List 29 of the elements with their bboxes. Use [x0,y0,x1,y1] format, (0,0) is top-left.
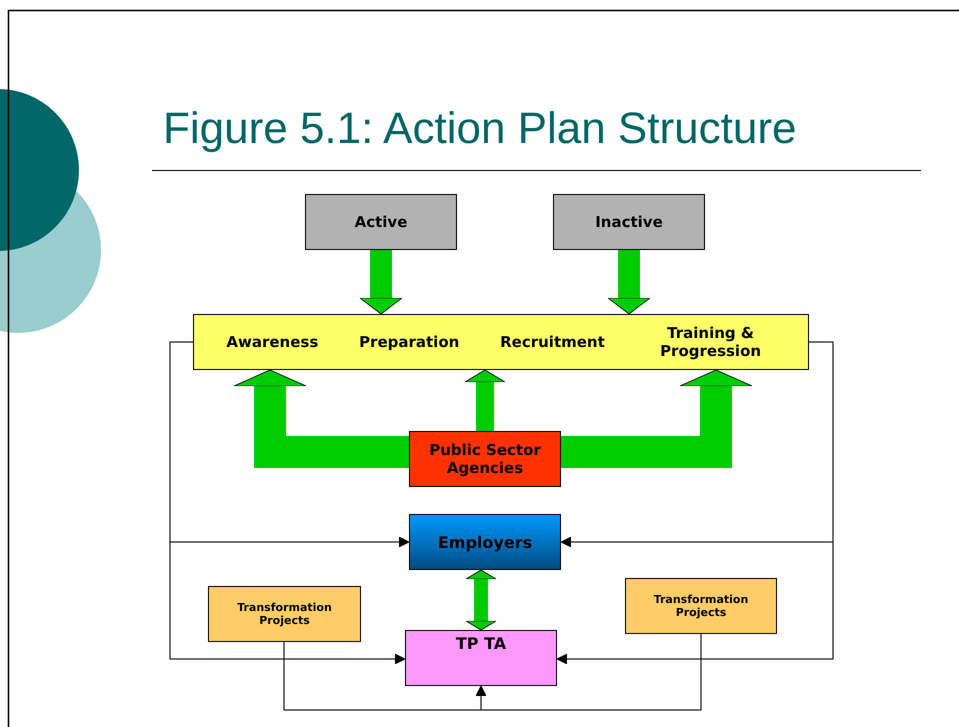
connector-arrow [476,634,702,710]
node-label: Transformation Projects [652,593,750,619]
node-label: Employers [438,532,532,552]
node-label: Inactive [595,213,663,231]
node-label: Public Sector Agencies [428,441,542,477]
agency-box [409,431,561,487]
block-arrow [466,570,496,630]
project-box [208,586,361,642]
block-arrow [464,370,506,431]
stage-band [193,314,809,370]
tpta-box [405,630,557,686]
node-label: Preparation [359,333,460,351]
block-arrow [234,370,409,468]
block-arrow [608,250,650,314]
title: Figure 5.1: Action Plan Structure [163,104,796,154]
employers-box [409,514,561,570]
project-box [625,578,777,634]
block-arrow [360,250,402,314]
node-label: Recruitment [500,333,605,351]
connector-arrow [170,342,406,664]
node-label: TP TA [456,634,506,653]
category-box [553,194,705,250]
node-label: Transformation Projects [236,601,333,627]
node-label: Awareness [226,333,318,351]
block-arrow [561,370,752,468]
connector-arrow [556,342,834,664]
node-label: Active [354,213,408,231]
category-box [305,194,457,250]
node-label: Training & Progression [659,324,762,360]
